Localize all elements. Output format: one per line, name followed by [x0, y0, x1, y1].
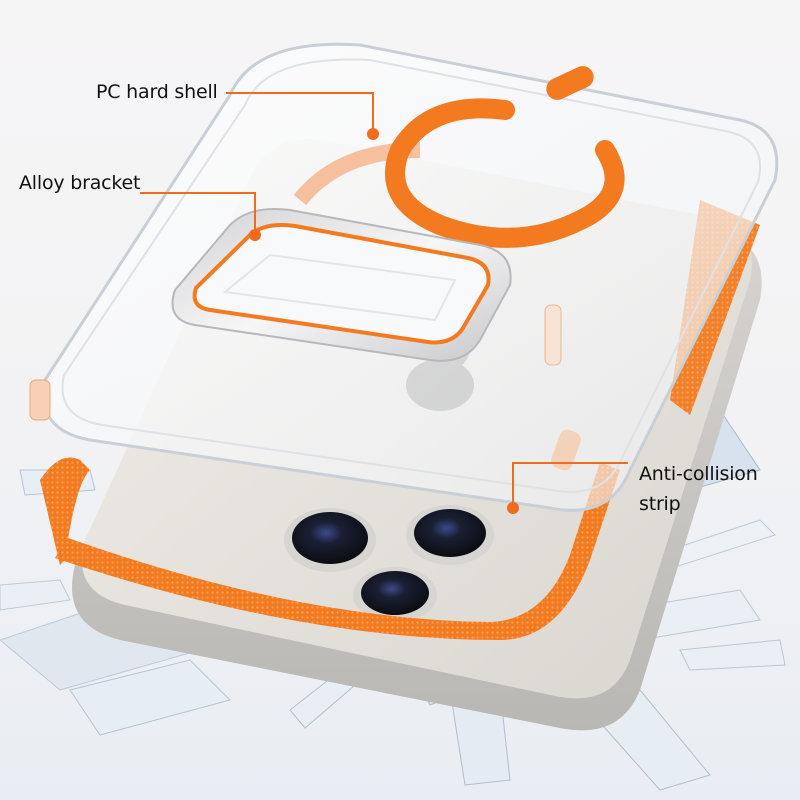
leader-line-pc-hard-shell-vertical	[372, 92, 374, 132]
callout-label-line2: strip	[639, 493, 681, 515]
callout-label-line1: Anti-collision	[639, 463, 758, 485]
leader-dot-pc-hard-shell	[367, 128, 379, 140]
callout-label-anti-collision-strip: Anti-collision strip	[639, 459, 758, 519]
leader-line-anti-collision-horizontal	[512, 462, 628, 464]
callout-label-alloy-bracket: Alloy bracket	[19, 172, 141, 194]
camera-lenses	[284, 505, 494, 623]
leader-line-alloy-bracket-vertical	[254, 192, 256, 232]
callout-label-pc-hard-shell: PC hard shell	[96, 81, 218, 103]
leader-line-alloy-bracket	[140, 192, 256, 194]
leader-line-pc-hard-shell	[226, 92, 374, 94]
leader-dot-alloy-bracket	[249, 229, 261, 241]
leader-line-anti-collision-vertical	[512, 462, 514, 506]
leader-dot-anti-collision	[507, 502, 519, 514]
alloy-bracket	[171, 208, 512, 362]
